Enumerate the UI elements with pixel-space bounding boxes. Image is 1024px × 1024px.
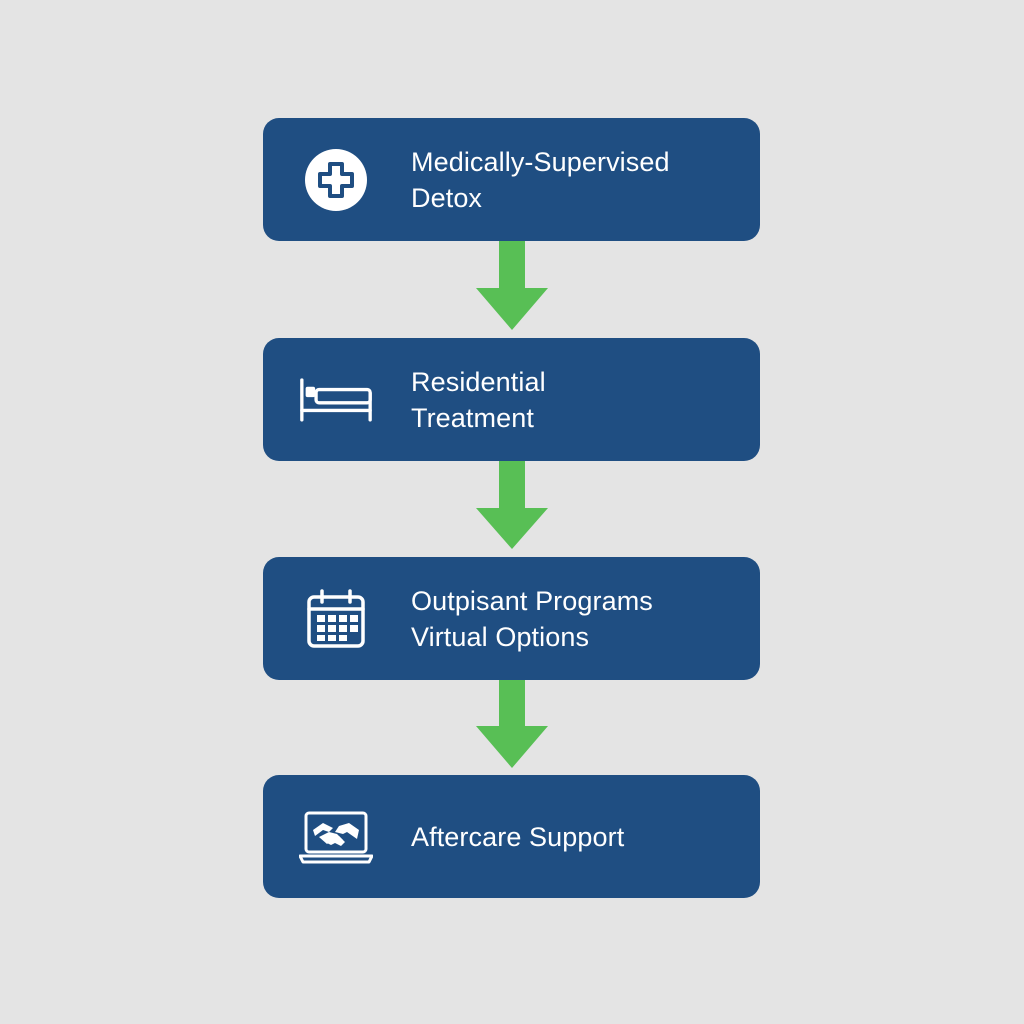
down-arrow xyxy=(476,241,548,330)
step-label-line: Detox xyxy=(411,182,483,213)
step-label: Aftercare Support xyxy=(411,819,740,855)
down-arrow xyxy=(476,461,548,549)
step-label: Residential Treatment xyxy=(411,364,740,436)
calendar-icon xyxy=(299,582,373,656)
bed-icon xyxy=(299,363,373,437)
step-box-outpatient: Outpisant Programs Virtual Options xyxy=(263,557,760,680)
step-label-line: Medically-Supervised xyxy=(411,146,670,177)
step-box-detox: Medically-Supervised Detox xyxy=(263,118,760,241)
step-label-line: Virtual Options xyxy=(411,621,590,652)
laptop-handshake-icon xyxy=(299,800,373,874)
down-arrow xyxy=(476,680,548,768)
step-box-residential: Residential Treatment xyxy=(263,338,760,461)
step-label-line: Aftercare Support xyxy=(411,821,625,852)
step-label-line: Residential xyxy=(411,366,546,397)
step-label-line: Treatment xyxy=(411,402,534,433)
step-label: Medically-Supervised Detox xyxy=(411,144,740,216)
step-label: Outpisant Programs Virtual Options xyxy=(411,583,740,655)
step-label-line: Outpisant Programs xyxy=(411,585,653,616)
medical-cross-icon xyxy=(299,143,373,217)
step-box-aftercare: Aftercare Support xyxy=(263,775,760,898)
